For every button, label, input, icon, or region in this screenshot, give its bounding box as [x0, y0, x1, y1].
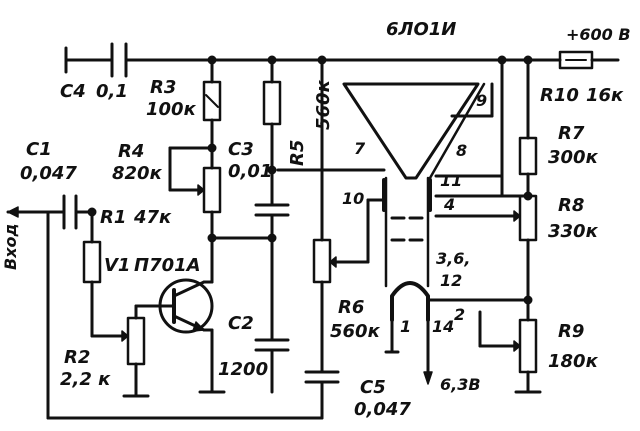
r7-ref: R7: [558, 123, 585, 144]
r10-value: 16к: [586, 85, 624, 106]
pin-3-6: 3,6,: [436, 249, 471, 268]
pin-10: 10: [342, 189, 365, 208]
r4-ref: R4: [118, 141, 145, 162]
resistor-r6: [304, 198, 386, 412]
divider-r7-r8-r9: [428, 58, 542, 394]
pin-1: 1: [400, 317, 412, 336]
heater: [423, 371, 433, 385]
c1-ref: C1: [26, 139, 52, 160]
r8-value: 330к: [548, 221, 598, 242]
pin-4: 4: [444, 195, 456, 214]
r1-value: 47к: [134, 207, 172, 228]
capacitor-c2: [254, 236, 290, 394]
pin-12: 12: [440, 271, 463, 290]
pin-7: 7: [354, 139, 366, 158]
pin-11: 11: [440, 171, 463, 190]
r7-value: 300к: [548, 147, 598, 168]
r4-value: 820к: [112, 163, 162, 184]
r1-ref: R1: [100, 207, 127, 228]
resistor-r4: [168, 146, 222, 243]
v1-ref: V1: [104, 255, 131, 276]
r5-value: 560к: [313, 80, 334, 130]
c5-ref: C5: [360, 377, 386, 398]
pin-2: 2: [454, 305, 466, 324]
c1-value: 0,047: [20, 163, 77, 184]
resistor-r3: [202, 58, 222, 153]
input-network: [6, 194, 324, 420]
r2-value: 2,2 к: [60, 369, 111, 390]
pin-9: 9: [476, 91, 488, 110]
c3-ref: C3: [228, 139, 254, 160]
pin-14: 14: [432, 317, 455, 336]
capacitor-c3: [210, 58, 290, 243]
pin-8: 8: [456, 141, 468, 160]
tube-name: 6ЛО1И: [386, 19, 457, 40]
r9-ref: R9: [558, 321, 585, 342]
r10-ref: R10: [540, 85, 579, 106]
r3-value: 100к: [146, 99, 196, 120]
r5-ref: R5: [287, 139, 308, 166]
resistor-r2: [122, 304, 168, 398]
resistor-r10: [558, 50, 594, 70]
c2-value: 1200: [218, 359, 269, 380]
heater-voltage: 6,3В: [440, 375, 481, 394]
r6-ref: R6: [338, 297, 365, 318]
r8-ref: R8: [558, 195, 585, 216]
v1-value: П701А: [134, 255, 201, 276]
r9-value: 180к: [548, 351, 598, 372]
supply-label: +600 В: [566, 25, 631, 44]
r3-ref: R3: [150, 77, 177, 98]
c5-value: 0,047: [354, 399, 411, 420]
r2-ref: R2: [64, 347, 91, 368]
c4-ref: C4: [60, 81, 86, 102]
capacitor-c4: [110, 42, 128, 78]
c4-value: 0,1: [96, 81, 128, 102]
c2-ref: C2: [228, 313, 254, 334]
transistor-v1: [158, 236, 226, 394]
supply-rail: [64, 46, 620, 74]
tube-6lo1i: [276, 82, 494, 374]
input-label: Вход: [1, 223, 20, 270]
r6-value: 560к: [330, 321, 380, 342]
c3-value: 0,01: [228, 161, 273, 182]
